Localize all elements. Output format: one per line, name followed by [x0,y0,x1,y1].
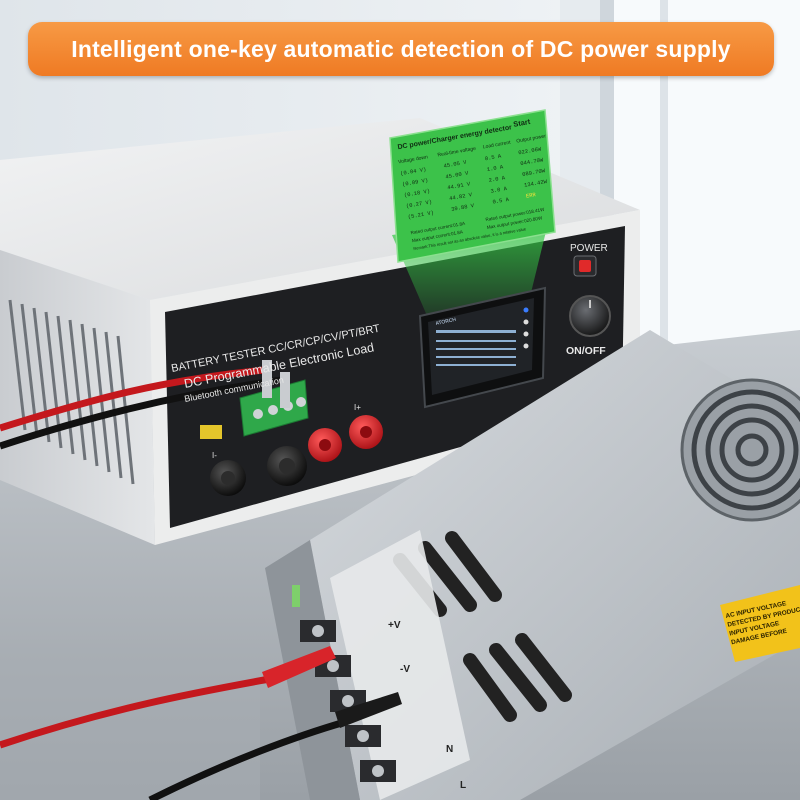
psu-terminal-l: L [460,780,466,791]
row4-curr: 0.5 A [492,196,510,206]
detector-header-0: Voltage down [398,154,429,165]
detector-header-2: Load current [482,140,511,151]
row3-pow: 134.42W [524,178,549,189]
row3-volt: 44.82 V [449,191,474,202]
row2-volt: 44.91 V [447,180,472,191]
psu-terminal-n: N [446,744,453,755]
detector-header-1: Real-time voltage [437,146,477,159]
row4-volt: 39.88 V [451,202,476,213]
front-panel: BATTERY TESTER CC/CR/CP/CV/PT/BRT DC Pro… [170,243,607,460]
psu-terminal-minus: -V [400,664,410,675]
headline-banner: Intelligent one-key automatic detection … [28,22,774,76]
row2-pow: 089.70W [522,167,547,178]
row0-curr: 0.5 A [484,152,502,162]
row0-pow: 022.06W [518,145,543,156]
row1-curr: 1.0 A [486,163,504,173]
row3-curr: 3.0 A [490,185,508,195]
detector-header-3: Output power [516,133,547,144]
psu-terminal-plus: +V [388,620,401,631]
headline-text: Intelligent one-key automatic detection … [71,35,731,62]
row1-pow: 044.70W [520,156,545,167]
row0-volt: 45.05 V [443,159,468,170]
row4-drop: (5.21 V) [407,209,434,220]
screen-brand: ATORCH [435,317,457,327]
onoff-label: ON/OFF [566,345,606,357]
row1-volt: 45.00 V [445,169,470,180]
row2-curr: 2.0 A [488,174,506,184]
row3-drop: (0.27 V) [405,198,432,209]
row4-pow: ERR [525,191,537,200]
terminal-neg: I- [212,451,217,460]
power-supply: AC INPUT VOLTAGE DETECTED BY PRODUCT INP… [388,600,800,791]
detector-card: DC power/Charger energy detector Start V… [397,117,549,251]
row2-drop: (0.18 V) [403,187,430,198]
psu-warning-label: AC INPUT VOLTAGE DETECTED BY PRODUCT INP… [725,600,800,646]
power-label: POWER [570,243,608,254]
row1-drop: (0.09 V) [402,177,429,188]
terminal-pos: I+ [354,403,361,412]
row0-drop: (0.04 V) [400,166,427,177]
detector-start: Start [513,117,532,129]
